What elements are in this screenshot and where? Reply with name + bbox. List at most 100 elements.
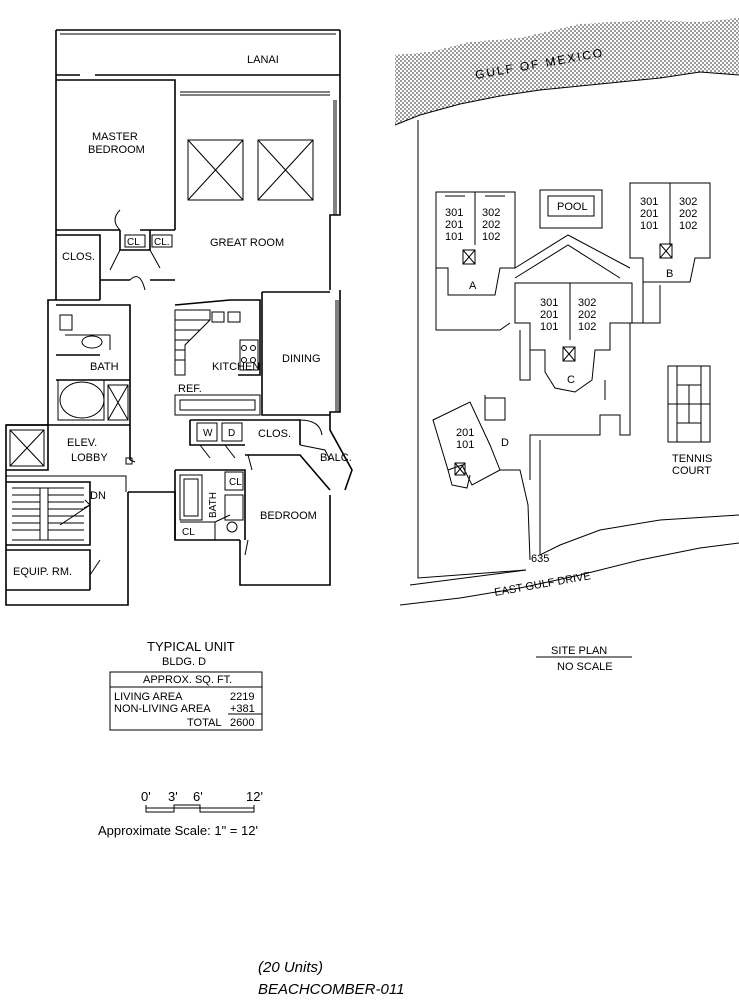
bldg-b-201: 201 [640, 208, 658, 220]
bldg-c-202: 202 [578, 309, 596, 321]
bldg-c-301: 301 [540, 297, 558, 309]
bath-closet-1-label: CL [229, 477, 242, 488]
lanai [55, 29, 341, 90]
unit-info: TYPICAL UNIT BLDG. D APPROX. SQ. FT. LIV… [109, 639, 263, 731]
scale-bar: 0' 3' 6' 12' Approximate Scale: 1" = 12' [98, 789, 263, 838]
washer [196, 422, 218, 442]
bldg-a-101: 301 [445, 207, 463, 219]
total-value: 2600 [230, 717, 254, 729]
scale-tick-6: 6' [193, 789, 203, 804]
elevator [9, 429, 45, 467]
bldg-d-201: 201 [456, 427, 474, 439]
non-living-area-label: NON-LIVING AREA [114, 703, 211, 715]
building-d: 201 101 D [432, 401, 509, 489]
closet-right-label: CLOS. [258, 428, 291, 440]
building-b: 301 201 101 302 202 102 B [629, 182, 711, 283]
equipment-room-label: EQUIP. RM. [13, 566, 72, 578]
bath-2 [174, 469, 246, 540]
closet-2-label: CL. [154, 237, 170, 248]
bldg-a-202: 202 [482, 219, 500, 231]
scale-tick-3: 3' [168, 789, 178, 804]
dining-room [261, 291, 339, 416]
bath-closet-2-label: CL [182, 527, 195, 538]
bedroom-label: BEDROOM [260, 510, 317, 522]
tennis-label-1: TENNIS [672, 453, 712, 465]
master-bedroom-label-1: MASTER [92, 131, 138, 143]
living-area-label: LIVING AREA [114, 691, 183, 703]
tennis-court: TENNIS COURT [667, 365, 712, 477]
gulf-water [395, 18, 739, 125]
equipment-room [6, 549, 101, 591]
sqft-table: APPROX. SQ. FT. LIVING AREA 2219 NON-LIV… [109, 671, 263, 731]
pool-area: POOL [514, 189, 631, 279]
bldg-b-202: 202 [679, 208, 697, 220]
approximate-scale-text: Approximate Scale: 1" = 12' [98, 823, 258, 838]
kitchen [174, 299, 261, 416]
building-a: 301 201 101 302 202 102 A [435, 191, 516, 296]
bldg-c-letter: C [567, 374, 575, 386]
road-name: EAST GULF DRIVE [493, 570, 591, 599]
washer-label: W [203, 428, 213, 439]
scale-tick-0: 0' [141, 789, 151, 804]
ceiling-fan-2 [257, 139, 314, 201]
master-bath [56, 304, 131, 425]
units-count: (20 Units) [258, 959, 323, 976]
bath-2-label: BATH [208, 492, 219, 518]
site-plan-title: SITE PLAN [551, 645, 607, 657]
elev-lobby-label-1: ELEV. [67, 437, 97, 449]
bldg-b-101: 101 [640, 220, 658, 232]
bldg-a-letter: A [469, 280, 477, 292]
kitchen-label: KITCHEN [212, 361, 260, 373]
building-label: BLDG. D [162, 656, 206, 668]
bldg-b-301: 301 [640, 196, 658, 208]
footer: (20 Units) BEACHCOMBER-011 [258, 959, 404, 998]
elev-lobby-label-2: LOBBY [71, 452, 108, 464]
bldg-c-101: 101 [540, 321, 558, 333]
bldg-a-102: 102 [482, 231, 500, 243]
bedroom [244, 454, 331, 556]
lanai-label: LANAI [247, 54, 279, 66]
closet-1-label: CL [127, 237, 140, 248]
bldg-c-201: 201 [540, 309, 558, 321]
dryer [221, 422, 243, 442]
typical-unit-title: TYPICAL UNIT [147, 639, 235, 654]
bldg-d-101: 101 [456, 439, 474, 451]
road-number: 635 [531, 553, 549, 565]
laundry-closet [189, 419, 331, 461]
stairs-down-label: DN [90, 490, 106, 502]
dryer-label: D [228, 428, 235, 439]
building-c: 301 201 101 302 202 102 C [514, 282, 633, 393]
property-name: BEACHCOMBER-011 [258, 981, 404, 998]
bldg-c-102: 102 [578, 321, 596, 333]
master-bedroom [56, 79, 176, 231]
elevator-lobby [6, 424, 136, 492]
sqft-header: APPROX. SQ. FT. [143, 674, 232, 686]
bldg-c-302: 302 [578, 297, 596, 309]
great-room-label: GREAT ROOM [210, 237, 284, 249]
scale-tick-12: 12' [246, 789, 263, 804]
closets [56, 230, 175, 301]
bldg-b-letter: B [666, 268, 673, 280]
dining-label: DINING [282, 353, 321, 365]
living-area-value: 2219 [230, 691, 254, 703]
master-bath-label: BATH [90, 361, 119, 373]
balcony-label: BALC. [320, 452, 352, 464]
great-room [180, 91, 337, 215]
site-plan-subtitle: NO SCALE [557, 661, 613, 673]
bldg-d-letter: D [501, 437, 509, 449]
closet-left-label: CLOS. [62, 251, 95, 263]
ref-label: REF. [178, 383, 202, 395]
east-gulf-drive [399, 542, 739, 606]
pool-label: POOL [557, 201, 588, 213]
tennis-label-2: COURT [672, 465, 711, 477]
bldg-a-302: 302 [482, 207, 500, 219]
ceiling-fan-1 [187, 139, 244, 201]
non-living-area-value: +381 [230, 703, 255, 715]
total-label: TOTAL [187, 717, 221, 729]
master-bedroom-label-2: BEDROOM [88, 144, 145, 156]
unit-floor-plan: LANAI MASTER BEDROOM GREAT ROOM CLOS. CL… [5, 29, 353, 606]
bldg-a-301: 101 [445, 231, 463, 243]
bldg-b-302: 302 [679, 196, 697, 208]
bldg-a-201: 201 [445, 219, 463, 231]
